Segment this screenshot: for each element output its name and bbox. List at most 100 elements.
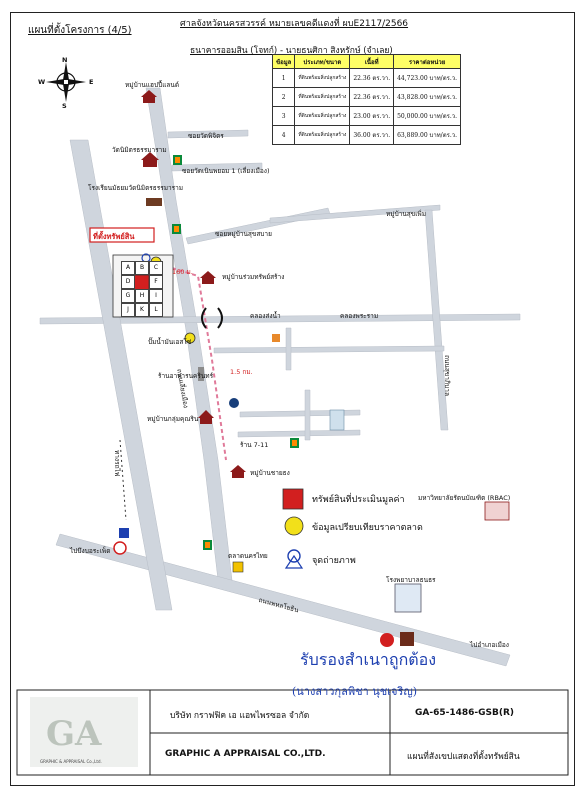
shop-label: ร้านอาหารนครินทร์: [158, 372, 214, 380]
village-low2-label: หมู่บ้านชายธง: [250, 469, 290, 477]
document-title: แผนที่สังเขปแสดงที่ตั้งทรัพย์สิน: [407, 752, 520, 762]
bottom-diagonal-road: [55, 533, 511, 667]
grid-cell: J: [121, 303, 135, 317]
poi-marker: [272, 334, 280, 342]
report-reference: GA-65-1486-GSB(R): [415, 708, 515, 718]
house-icon: [200, 271, 216, 284]
table-row: 1 ที่ดินพร้อมสิ่งปลูกสร้าง 22.36 ตร.วา. …: [271, 68, 462, 88]
market-label: ตลาดนครไทย: [228, 552, 268, 560]
hospital-icon: [394, 583, 422, 613]
school-label: โรงเรียนมัธยมวัดนิมิตรธรรมาราม: [88, 184, 184, 192]
shell-station-icon: [113, 541, 127, 555]
road-network: [39, 87, 521, 667]
compass-s: S: [62, 102, 67, 110]
soi-b-label: ซอยวัดเนินพยอม 1 (เลี่ยงเมือง): [182, 167, 270, 175]
legend-comparable-swatch: [284, 516, 304, 536]
canal-label: คลองส่งน้ำ: [250, 312, 281, 320]
signatory-name: (นางสาวกุลพิชา นุชเจริญ): [292, 685, 417, 698]
station-label: ปั๊มน้ำมันเอสโซ่: [148, 338, 192, 346]
left-road-label: ทางรถไฟ: [113, 450, 121, 477]
compass-w: W: [38, 78, 46, 86]
house-icon: [198, 410, 214, 424]
certify-stamp: รับรองสำเนาถูกต้อง: [300, 650, 437, 669]
grid-road-5: [304, 389, 311, 441]
grid-cell: C: [149, 261, 163, 275]
village-right-label: หมู่บ้านสุขเพิ่ม: [386, 210, 426, 218]
property-callout-box: [89, 227, 155, 243]
legend-property-label: ทรัพย์สินที่ประเมินมูลค่า: [312, 495, 405, 505]
table-row: 4 ที่ดินพร้อมสิ่งปลูกสร้าง 36.00 ตร.วา. …: [271, 125, 462, 145]
store-711-icon: [173, 155, 182, 165]
grid-cell: I: [149, 289, 163, 303]
cell-type: ที่ดินพร้อมสิ่งปลูกสร้าง: [294, 125, 351, 145]
cell-price: 63,889.00 บาท/ตร.ว.: [393, 125, 462, 145]
col-price: ราคาต่อหน่วย: [393, 54, 462, 69]
bank-icon: [119, 528, 129, 538]
cell-no: 4: [271, 125, 296, 145]
house-icon: [141, 152, 159, 167]
railway-line: [119, 439, 127, 521]
case-reference: ศาลจังหวัดนครสวรรค์ หมายเลขคดีแดงที่ ผบE…: [180, 19, 409, 29]
store-711-icon: [290, 438, 299, 448]
logo-mark: GA: [46, 714, 102, 754]
grid-cell: D: [121, 275, 135, 289]
hospital-label: โรงพยาบาลธนธร: [386, 576, 436, 584]
property-label: ที่ตั้งทรัพย์สิน: [93, 232, 135, 241]
grid-cell: H: [135, 289, 149, 303]
company-logo: [30, 697, 138, 767]
col-no: ข้อมูล: [271, 54, 296, 69]
grid-cell: B: [135, 261, 149, 275]
canal-sluice-right: [217, 307, 223, 329]
bank-title: ธนาคารออมสิน (โจทก์) - นายธนศิกา สิงหรัก…: [190, 46, 393, 56]
company-name-th: บริษัท กราฟฟิค เอ แอพไพรซอล จำกัด: [170, 711, 310, 721]
canal-sluice-left: [201, 307, 207, 329]
grid-cell: A: [121, 261, 135, 275]
grid-cell: K: [135, 303, 149, 317]
building-icon: [329, 409, 345, 431]
right-vertical-road: [424, 209, 449, 431]
grid-road-1: [213, 345, 445, 354]
college-icon: [484, 501, 510, 521]
distance-160-label: 160 ม.: [172, 268, 193, 276]
village-low-label: หมู่บ้านกลุ่มคุณริน: [147, 415, 199, 423]
grid-cell: G: [121, 289, 135, 303]
table-row: 2 ที่ดินพร้อมสิ่งปลูกสร้าง 22.36 ตร.วา. …: [271, 87, 462, 107]
cell-area: 36.00 ตร.วา.: [349, 125, 395, 145]
logo-subtext: GRAPHIC & APPRAISAL Co.,Ltd.: [40, 759, 102, 764]
soi-a-label: ซอยวัดพิจิตร: [188, 132, 224, 140]
canal-road: [39, 313, 521, 325]
village-mid-label: หมู่บ้านร่วมทรัพย์สร้าง: [222, 273, 285, 281]
road-soi-a: [167, 129, 249, 139]
tower-icon: [198, 367, 204, 381]
legend-property-swatch: [282, 488, 304, 510]
route-to-property: [171, 267, 227, 461]
house-icon: [230, 465, 246, 478]
price-table: ข้อมูล ประเภท/ขนาด เนื้อที่ ราคาต่อหน่วย…: [271, 54, 462, 145]
legend-photo-label: จุดถ่ายภาพ: [312, 556, 356, 566]
grid-road-2: [285, 327, 292, 371]
legend-comparable-label: ข้อมูลเปรียบเทียบราคาตลาด: [312, 523, 423, 533]
company-name-en: GRAPHIC A APPRAISAL CO.,LTD.: [165, 749, 326, 759]
distance-15-label: 1.5 กม.: [230, 368, 253, 376]
bank-icon: [229, 398, 239, 408]
to-left-label: ไปบึงบอระเพ็ด: [70, 547, 111, 555]
caltex-station-icon: [380, 633, 394, 647]
ptt-station-icon: [400, 632, 414, 646]
store-711-icon: [172, 224, 181, 234]
gas-station-icon: [232, 561, 244, 573]
shop2-label: ร้าน 7-11: [240, 441, 269, 449]
canal-right-label: คลองพระราม: [340, 312, 379, 320]
school-icon: [146, 198, 162, 206]
compass-icon: [46, 62, 86, 102]
to-city-label: ไปอำเภอเมือง: [470, 641, 509, 649]
table-row: 3 ที่ดินพร้อมสิ่งปลูกสร้าง 23.00 ตร.วา. …: [271, 106, 462, 126]
map-sheet: [10, 12, 575, 786]
soi-c-label: ซอยหมู่บ้านสุขสบาย: [215, 230, 272, 238]
compass-n: N: [62, 56, 68, 64]
temple-label: วัดนิมิตรธรรมาราม: [112, 146, 167, 154]
compass-e: E: [89, 78, 94, 86]
grid-cell: F: [149, 275, 163, 289]
store-711-icon: [203, 540, 212, 550]
left-vertical-road: [69, 139, 173, 611]
village-top-label: หมู่บ้านแฮปปี้แลนด์: [125, 81, 180, 89]
